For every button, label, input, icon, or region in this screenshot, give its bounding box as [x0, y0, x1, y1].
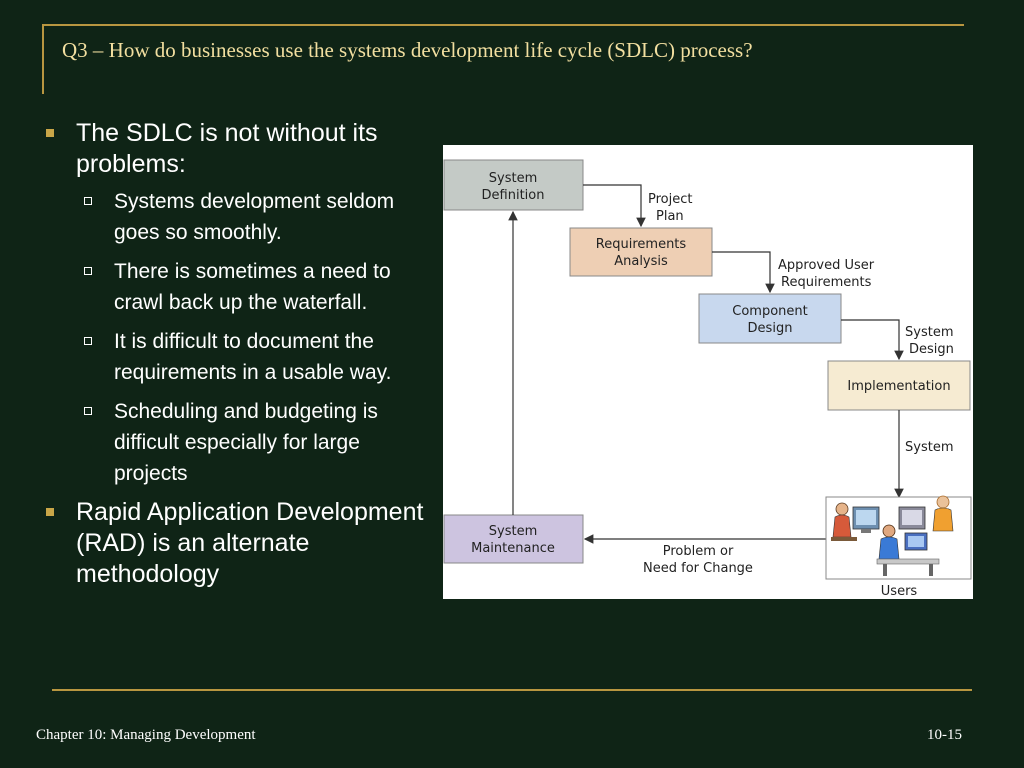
sub-bullet-text: There is sometimes a need to crawl back … — [114, 260, 391, 314]
system-definition-box: System Definition — [443, 159, 584, 211]
box-label: System — [489, 171, 537, 186]
footer-rule — [52, 689, 972, 691]
users-label: Users — [881, 584, 918, 599]
arrow-approved-requirements — [712, 251, 775, 294]
footer-chapter: Chapter 10: Managing Development — [36, 727, 256, 743]
arrow-label: System — [905, 440, 953, 455]
bullet-list: The SDLC is not without its problems: Sy… — [44, 118, 436, 596]
sub-bullet-text: Scheduling and budgeting is difficult es… — [114, 400, 378, 485]
system-maintenance-box: System Maintenance — [443, 514, 584, 564]
title-rule-top — [42, 24, 964, 26]
arrow-label: Project — [648, 192, 692, 207]
implementation-box: Implementation — [827, 360, 971, 411]
bullet-text: The SDLC is not without its problems: — [76, 119, 378, 178]
sub-bullet-text: Systems development seldom goes so smoot… — [114, 190, 395, 244]
sub-bullet-item: Systems development seldom goes so smoot… — [84, 186, 436, 248]
square-bullet-icon — [46, 129, 54, 137]
arrow-label: Approved User — [778, 258, 875, 273]
arrow-project-plan — [583, 184, 646, 228]
box-label: Implementation — [847, 379, 950, 394]
sub-bullet-item: There is sometimes a need to crawl back … — [84, 256, 436, 318]
hollow-square-bullet-icon — [84, 197, 92, 205]
arrow-label: Requirements — [781, 275, 872, 290]
arrow-label: System — [905, 325, 953, 340]
box-label: Analysis — [614, 254, 668, 269]
bullet-text: Rapid Application Development (RAD) is a… — [76, 498, 424, 588]
box-label: Definition — [482, 188, 545, 203]
arrow-label: Plan — [656, 209, 684, 224]
hollow-square-bullet-icon — [84, 337, 92, 345]
arrow-label: Need for Change — [643, 561, 753, 576]
arrow-system-design — [841, 319, 904, 361]
bullet-item: The SDLC is not without its problems: — [44, 118, 436, 180]
requirements-analysis-box: Requirements Analysis — [569, 227, 713, 277]
arrow-label: Problem or — [663, 544, 734, 559]
sub-bullet-text: It is difficult to document the requirem… — [114, 330, 392, 384]
hollow-square-bullet-icon — [84, 407, 92, 415]
box-label: Maintenance — [471, 541, 555, 556]
arrow-label: Design — [909, 342, 954, 357]
box-label: Component — [732, 304, 807, 319]
component-design-box: Component Design — [698, 293, 842, 344]
bullet-item: Rapid Application Development (RAD) is a… — [44, 497, 436, 590]
title-rule-left — [42, 24, 44, 94]
hollow-square-bullet-icon — [84, 267, 92, 275]
sdlc-diagram: System Definition Requirements Analysis … — [443, 145, 973, 599]
users-illustration — [825, 495, 972, 580]
box-label: Design — [748, 321, 793, 336]
sub-bullet-item: Scheduling and budgeting is difficult es… — [84, 396, 436, 489]
box-label: Requirements — [596, 237, 687, 252]
box-label: System — [489, 524, 537, 539]
square-bullet-icon — [46, 508, 54, 516]
sub-bullet-item: It is difficult to document the requirem… — [84, 326, 436, 388]
slide-title: Q3 – How do businesses use the systems d… — [62, 38, 753, 62]
footer-page-number: 10-15 — [927, 727, 962, 743]
